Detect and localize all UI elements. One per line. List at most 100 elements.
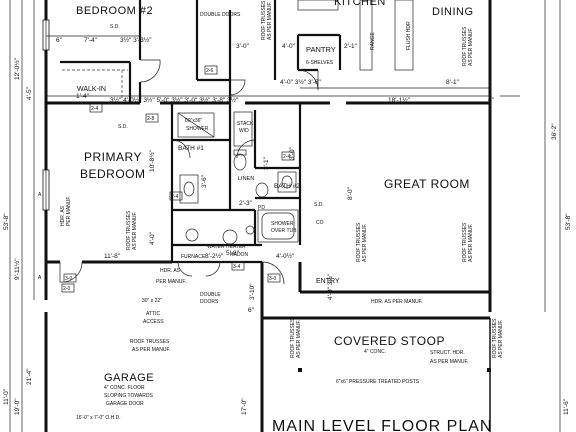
dim-4-0-v: 4'-0" [149,231,156,245]
note-garage-floor-line3: GARAGE DOOR [106,401,144,407]
dim-11-8: 11'-8" [104,253,121,260]
note-roof-trusses-5b: AS PER MANUF. [468,224,474,262]
door-tag-2-6-a: 2-6 [206,68,213,74]
dim-11-6: 11'-6" [563,398,570,415]
note-garage-trusses-line1: ROOF TRUSSES [130,339,170,345]
note-roof-trusses-6b: AS PER MANUF. [296,320,302,358]
note-struct-header-line1: STRUCT. HDR. [430,350,465,356]
room-label-bath-2: BATH #2 [274,183,300,190]
room-label-furnace: FURNACE [181,254,206,260]
dim-2-3: 2'-3" [239,200,253,207]
dim-8-1: 8'-1" [446,79,460,86]
note-shower-over-tub-line2: OVER TUB [271,228,297,234]
note-garage-floor-line1: 4" CONC. FLOOR [104,385,145,391]
dim-11-0: 11'-0" [3,388,10,405]
dim-9-11: 9'-11½" [13,258,21,280]
dim-3-0-a: 3'-0" [236,43,250,50]
dim-4-0: 4'-0" [282,43,296,50]
note-pd: PD [258,205,265,211]
dim-4-0-5: 4'-0½" [276,252,295,260]
note-garage-trusses-line2: AS PER MANUF. [132,347,170,353]
note-roof-trusses-2a: ROOF TRUSSES [462,26,468,66]
room-label-covered-stoop: COVERED STOOP [334,334,445,348]
note-window-a-1: A [38,192,42,198]
note-header-entry: HDR. AS PER MANUF. [371,299,423,305]
plan-title: MAIN LEVEL FLOOR PLAN [272,418,492,432]
note-double-doors-lower-2: DOORS [200,299,219,305]
door-tag-2-0: 2-0 [63,286,70,292]
dim-17-0: 17'-0" [241,398,248,415]
note-roof-trusses-3b: AS PER MANUF. [132,212,138,250]
door-tag-3-4: 3-4 [233,264,240,270]
room-label-primary-line1: PRIMARY [84,150,142,164]
note-shower-size: 60"x36" [185,118,202,124]
dim-2-1: 2'-1" [344,43,358,50]
interior-walls [60,0,414,264]
note-hdr-manuf-left-b: PER MANUF. [66,196,72,226]
door-tag-3-0-a: 3-0 [65,276,72,282]
dim-8-0: 8'-0" [347,186,354,200]
note-roof-trusses-6a: ROOF TRUSSES [290,318,296,358]
note-roof-trusses-2b: AS PER MANUF. [468,28,474,66]
dim-18-1: 18'-1½" [388,96,411,104]
note-garage-door: 16'-0" x 7'-0" O.H.D. [76,415,121,421]
dim-6-a: 6" [56,37,63,44]
note-window-a-2: A [38,275,42,281]
dim-3-6: 3'-6" [201,174,208,188]
note-roof-trusses-3a: ROOF TRUSSES [126,210,132,250]
note-shower-over-tub-line1: SHOWER [271,221,294,227]
note-roof-trusses-5a: ROOF TRUSSES [462,222,468,262]
note-smoke-detector-3: S.D. [314,202,324,208]
note-double-doors: DOUBLE DOORS [200,12,241,18]
dim-3-0-mid: 3'-0" [289,146,296,160]
note-attic-line2: ATTIC [146,311,160,317]
note-header-line2: PER MANUF. [156,279,186,285]
note-attic-line3: ACCESS [143,319,164,325]
note-stack-line1: STACK [237,121,254,127]
note-stack-line2: W/D [239,128,249,134]
dim-4-0-3-6: 4'-0" 3½" 3'-6" [280,78,322,86]
note-struct-header-line2: AS PER MANUF. [430,359,468,365]
note-co-detector: CO [316,220,324,226]
room-label-great-room: GREAT ROOM [384,177,470,191]
door-swings [59,59,319,285]
dim-4-5: 4'-5" [26,86,33,100]
room-label-linen: LINEN [238,176,254,182]
dim-3-3: 3½" 3'-3½" [120,36,152,44]
note-roof-trusses-7b: AS PER MANUF. [498,320,504,358]
room-label-primary-line2: BEDROOM [80,167,146,181]
room-label-dining: DINING [432,6,474,18]
note-roof-trusses-1b: AS PER MANUF. [267,2,273,40]
note-hdr-manuf-left-a: HDR. AS [60,205,66,226]
note-flush-header: FLUSH HDR [406,21,412,50]
note-shower: SHOWER [186,126,209,132]
note-smoke-detector-2: S.D. [118,124,128,130]
dim-6-b: 6" [488,97,495,104]
note-roof-trusses-4b: AS PER MANUF. [362,224,368,262]
room-label-kitchen: KITCHEN [334,0,386,8]
dim-7-4: 7'-4" [84,37,98,44]
note-stoop-concrete: 4" CONC. [364,349,386,355]
door-tag-3-0-b: 3-0 [269,276,276,282]
door-tag-2-4-b: 2-4 [171,194,178,200]
note-smoke-detector-1: S.D. [110,24,120,30]
note-roof-trusses-1a: ROOF TRUSSES [261,0,267,40]
room-label-walk-in: WALK-IN [77,86,106,93]
dim-8-2: 8'-2½" [205,252,224,260]
room-label-bedroom-2: BEDROOM #2 [76,5,153,17]
dim-5-8: 5'-8" [226,250,240,257]
windows [42,19,50,211]
dim-top-run: 3½" 4'-0½" 3½" 5'-0" 3½" 3'-0" 3½" 3'-8"… [110,96,239,104]
room-label-pantry: PANTRY [306,45,336,54]
note-pressure-treated-posts: 6"x6" PRESSURE TREATED POSTS [336,379,420,385]
exterior-walls [44,0,492,432]
dim-6-c: 6" [248,307,255,314]
dimension-lines [9,0,561,432]
plumbing-fixtures [177,111,299,245]
dim-1-4: 1'-4" [76,93,90,100]
dim-3-10: 3'-10" [249,283,256,300]
note-garage-floor-line2: SLOPING TOWARDS [104,393,153,399]
door-tags: 2-6 2-8 2-4 2-4 2-4 3-0 2-0 3-0 3-4 [61,65,295,293]
note-range: RANGE [370,32,376,50]
